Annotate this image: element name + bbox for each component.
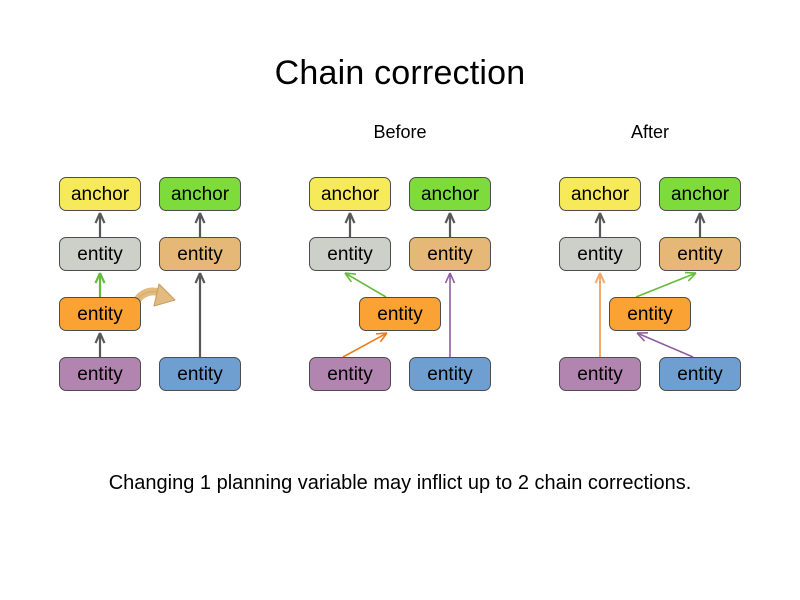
arrow-orange-to-grey xyxy=(344,272,387,298)
before-panel-label: Before xyxy=(373,122,427,142)
arrow-purple-to-orange xyxy=(342,332,388,358)
node-label: entity xyxy=(427,363,473,385)
node-label: anchor xyxy=(570,183,630,205)
entity-node[interactable]: entity xyxy=(609,297,691,331)
node-label: entity xyxy=(677,363,723,385)
entity-node[interactable]: entity xyxy=(159,357,241,391)
diagram-caption: Changing 1 planning variable may inflict… xyxy=(108,472,692,494)
arrow-purple-to-grey xyxy=(594,272,606,357)
arrow-tan-to-anchor-b xyxy=(694,212,706,237)
after-panel-label: After xyxy=(630,122,669,142)
arrow-grey-to-anchor-a xyxy=(594,212,606,237)
node-label: anchor xyxy=(670,183,730,205)
entity-node[interactable]: entity xyxy=(59,297,141,331)
entity-node[interactable]: entity xyxy=(309,357,391,391)
entity-node[interactable]: entity xyxy=(359,297,441,331)
node-label: entity xyxy=(77,243,123,265)
anchor-node[interactable]: anchor xyxy=(309,177,391,211)
node-label: entity xyxy=(177,363,223,385)
node-label: entity xyxy=(327,243,373,265)
node-label: entity xyxy=(377,303,423,325)
entity-node[interactable]: entity xyxy=(309,237,391,271)
entity-node[interactable]: entity xyxy=(659,237,741,271)
arrow-blue-to-tan xyxy=(444,272,456,357)
node-label: anchor xyxy=(420,183,480,205)
arrow-orange-to-grey xyxy=(94,272,106,297)
arrow-grey-to-anchor-a xyxy=(344,212,356,237)
entity-node[interactable]: entity xyxy=(559,237,641,271)
entity-node[interactable]: entity xyxy=(159,237,241,271)
anchor-node[interactable]: anchor xyxy=(659,177,741,211)
node-label: anchor xyxy=(170,183,230,205)
arrow-orange-to-tan xyxy=(635,271,697,298)
entity-node[interactable]: entity xyxy=(59,237,141,271)
node-label: entity xyxy=(577,363,623,385)
node-label: entity xyxy=(327,363,373,385)
entity-node[interactable]: entity xyxy=(559,357,641,391)
node-label: entity xyxy=(77,363,123,385)
entity-node[interactable]: entity xyxy=(409,357,491,391)
node-label: entity xyxy=(677,243,723,265)
node-label: entity xyxy=(577,243,623,265)
node-label: entity xyxy=(627,303,673,325)
arrow-tan-to-anchor-b xyxy=(194,212,206,237)
anchor-node[interactable]: anchor xyxy=(59,177,141,211)
arrow-blue-to-tan xyxy=(194,272,206,357)
entity-node[interactable]: entity xyxy=(409,237,491,271)
arrow-purple-to-orange xyxy=(94,332,106,357)
node-label: entity xyxy=(427,243,473,265)
arrow-blue-to-orange xyxy=(636,332,694,358)
arrow-grey-to-anchor-a xyxy=(94,212,106,237)
entity-node[interactable]: entity xyxy=(59,357,141,391)
anchor-node[interactable]: anchor xyxy=(559,177,641,211)
entity-node[interactable]: entity xyxy=(659,357,741,391)
node-label: anchor xyxy=(320,183,380,205)
anchor-node[interactable]: anchor xyxy=(159,177,241,211)
node-label: entity xyxy=(77,303,123,325)
arrow-tan-to-anchor-b xyxy=(444,212,456,237)
anchor-node[interactable]: anchor xyxy=(409,177,491,211)
node-label: entity xyxy=(177,243,223,265)
node-label: anchor xyxy=(70,183,130,205)
page-title: Chain correction xyxy=(274,53,526,92)
